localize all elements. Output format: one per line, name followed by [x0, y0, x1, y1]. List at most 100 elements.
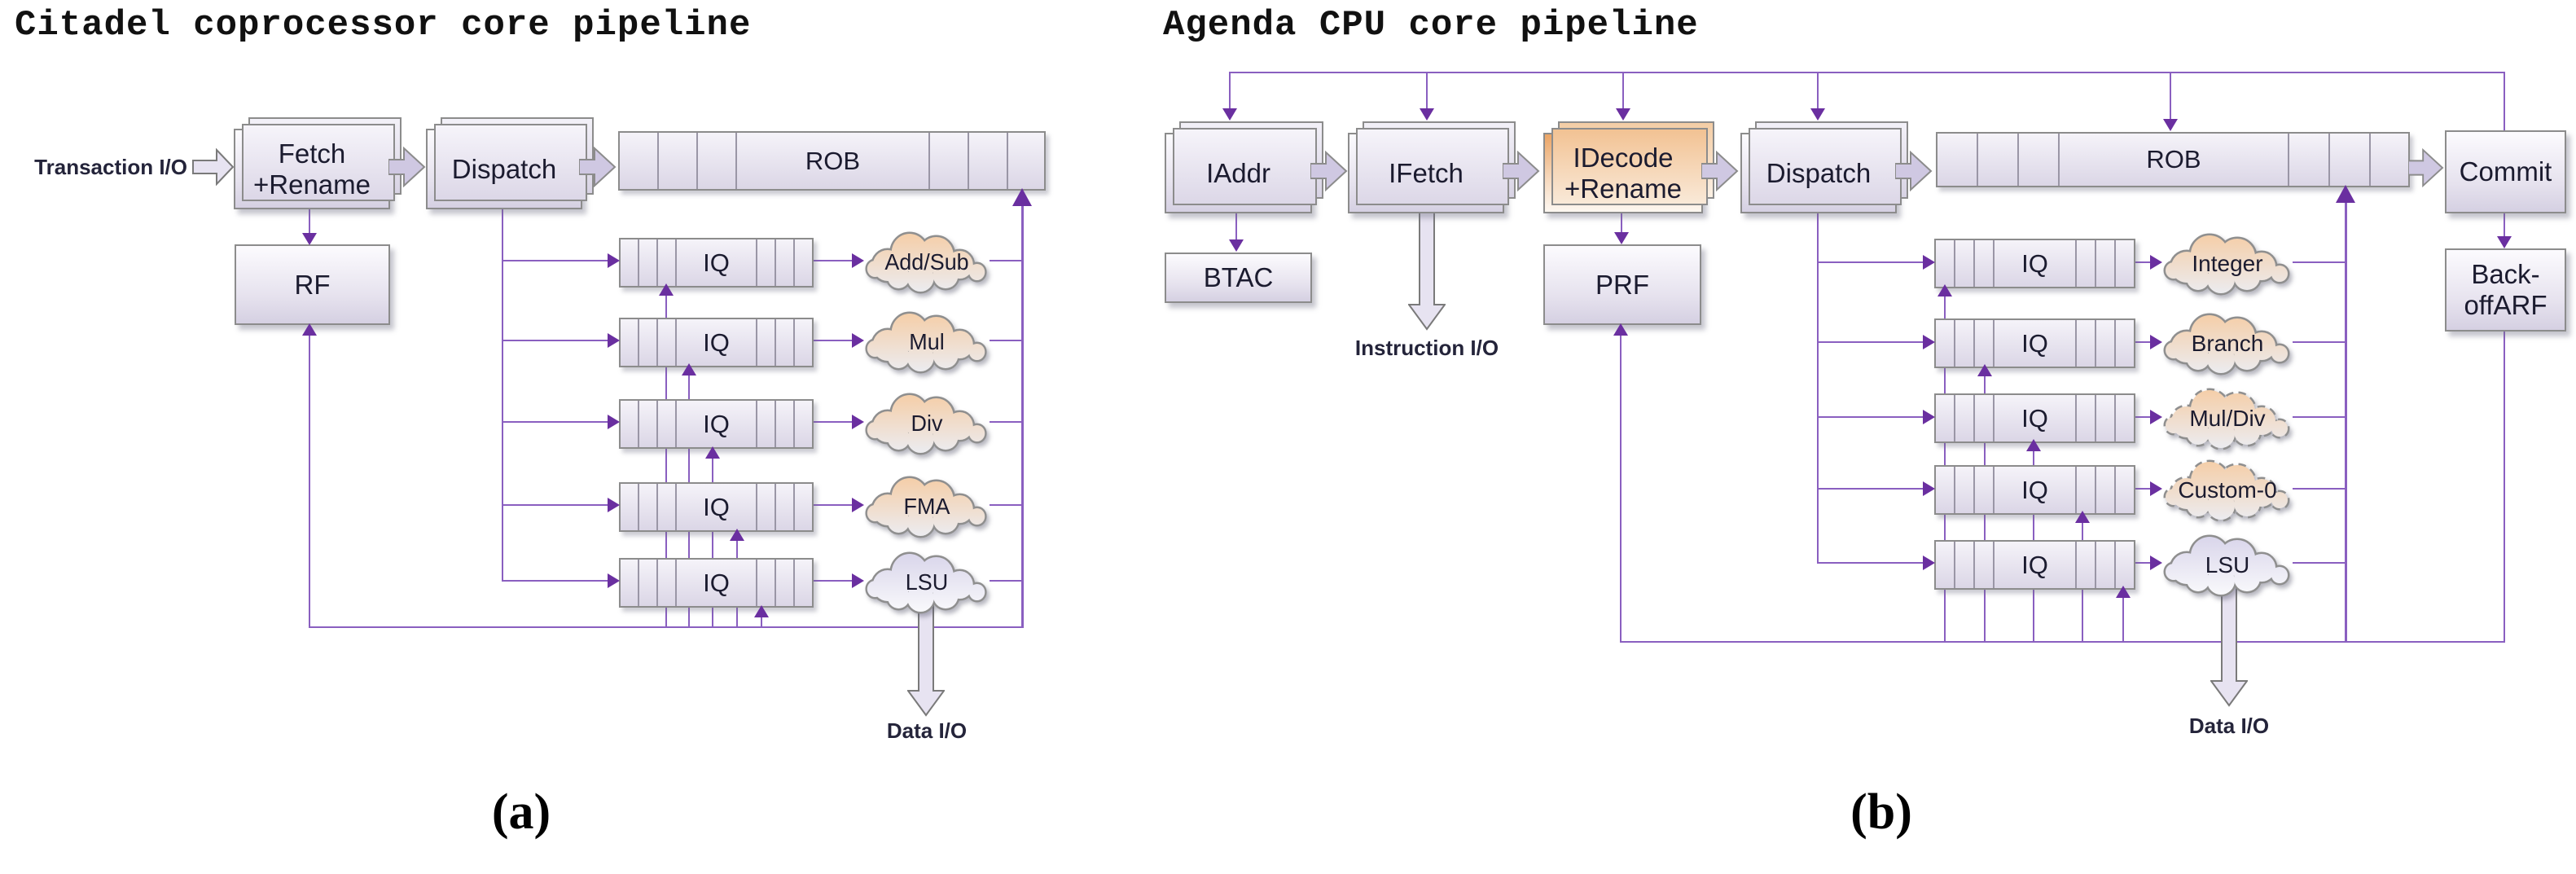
redirect-drop-line [1426, 72, 1428, 111]
data-io-arrow-icon [907, 603, 945, 717]
arrowhead-icon [852, 498, 864, 512]
arrowhead-icon [1614, 232, 1629, 244]
wakeup-line [665, 287, 667, 626]
redirect-drop-line [1622, 72, 1624, 111]
issue-to-unit-line [810, 580, 853, 582]
iq-label: IQ [1995, 240, 2077, 287]
arrowhead-icon [852, 253, 864, 268]
arrowhead-icon [1229, 239, 1244, 252]
unit-cloud-mul: Mul [865, 311, 987, 374]
result-line [2293, 341, 2346, 343]
arrowhead-icon [1923, 335, 1935, 349]
arrowhead-icon [608, 253, 620, 268]
unit-cloud-fma: FMA [865, 476, 987, 538]
arrowhead-icon [1923, 255, 1935, 270]
dispatch-label: Dispatch [451, 153, 557, 184]
issue-branch-line [502, 580, 609, 582]
rf-label: RF [294, 269, 331, 300]
arrowhead-icon [608, 498, 620, 512]
arrowhead-icon [2026, 439, 2041, 451]
stage-btac: BTAC [1165, 253, 1312, 303]
stage-backoff-arf: Back-offARF [2445, 248, 2566, 332]
writeback-to-prf-line [1620, 325, 1622, 643]
unit-label: Mul/Div [2189, 406, 2265, 431]
backoff-arf-label-2: ARF [2493, 290, 2547, 320]
arrowhead-icon [852, 573, 864, 588]
dispatch-issue-trunk-a [502, 206, 503, 581]
issue-to-unit-line [2132, 416, 2152, 418]
issue-branch-line [1817, 416, 1924, 418]
arrowhead-icon [682, 363, 696, 376]
arrowhead-icon [2075, 511, 2090, 523]
backoff-arf-label-1: Back-off [2464, 259, 2540, 320]
arrowhead-icon [852, 333, 864, 348]
stage-arrow-icon [388, 147, 426, 187]
idecode-label-2: Rename [1580, 173, 1682, 204]
iq-row: IQ [619, 558, 814, 608]
unit-label: Integer [2192, 251, 2262, 276]
dispatch-issue-trunk-b [1817, 210, 1819, 564]
unit-cloud-lsu: LSU [865, 551, 987, 614]
transaction-io-arrow-icon [192, 148, 235, 186]
result-line [990, 260, 1023, 261]
result-line [990, 421, 1023, 423]
issue-to-unit-line [810, 504, 853, 506]
issue-branch-line [1817, 341, 1924, 343]
iq-label: IQ [1995, 542, 2077, 588]
results-trunk-a [1021, 202, 1024, 628]
arrowhead-icon [1616, 108, 1630, 121]
unit-label: LSU [906, 569, 948, 595]
iq-label: IQ [677, 239, 757, 286]
arrowhead-icon [2150, 410, 2162, 424]
unit-cloud-branch: Branch [2163, 313, 2290, 376]
iq-label: IQ [677, 484, 757, 530]
iq-row: IQ [1934, 393, 2135, 443]
diagram-b-title: Agenda CPU core pipeline [1163, 5, 1699, 46]
arrowhead-icon [608, 415, 620, 429]
issue-branch-line [502, 504, 609, 506]
arrowhead-icon [608, 333, 620, 348]
caption-a: (a) [491, 784, 551, 840]
transaction-io-label: Transaction I/O [34, 155, 187, 179]
data-io-label-b: Data I/O [2188, 714, 2270, 738]
arrowhead-icon [1613, 323, 1628, 336]
arrowhead-icon [2150, 556, 2162, 570]
arrowhead-icon [659, 283, 674, 296]
unit-label: Add/Sub [884, 249, 968, 275]
arrowhead-icon [1222, 108, 1237, 121]
arrowhead-icon [2497, 236, 2512, 248]
iq-row: IQ [1934, 540, 2135, 590]
issue-to-unit-line [810, 340, 853, 341]
unit-cloud-custom0: Custom-0 [2163, 459, 2290, 522]
arrowhead-icon [730, 529, 744, 541]
unit-label: LSU [2205, 552, 2249, 578]
issue-branch-line [502, 340, 609, 341]
commit-label: Commit [2459, 156, 2552, 187]
iq-row: IQ [619, 318, 814, 367]
arrowhead-icon [754, 605, 769, 617]
commit-feedback-line [2504, 72, 2505, 130]
iq-row: IQ [619, 238, 814, 288]
issue-branch-line [1817, 488, 1924, 490]
stage-iaddr: IAddr [1165, 121, 1323, 213]
results-trunk-b [2345, 199, 2347, 643]
fetch-to-rf-line [309, 206, 310, 235]
writeback-to-rf-line [309, 325, 310, 627]
arrowhead-icon [705, 446, 720, 459]
arrowhead-icon [2336, 185, 2355, 203]
stage-arrow-icon [1310, 151, 1348, 191]
redirect-drop-line [1817, 72, 1819, 111]
iq-label: IQ [677, 560, 757, 606]
data-io-arrow-icon [2210, 585, 2248, 707]
stage-rf: RF [235, 244, 390, 325]
stage-arrow-icon [1895, 151, 1933, 191]
iq-row: IQ [1934, 318, 2135, 368]
arrowhead-icon [2150, 335, 2162, 349]
arf-loop-line [2504, 328, 2505, 643]
stage-arrow-icon [1503, 151, 1540, 191]
diagram-a: Citadel coprocessor core pipeline Transa… [0, 0, 1140, 874]
issue-branch-line [1817, 562, 1924, 564]
iq-row: IQ [1934, 239, 2135, 288]
fetch-rename-label-2: Rename [269, 169, 371, 200]
arrowhead-icon [1923, 481, 1935, 496]
